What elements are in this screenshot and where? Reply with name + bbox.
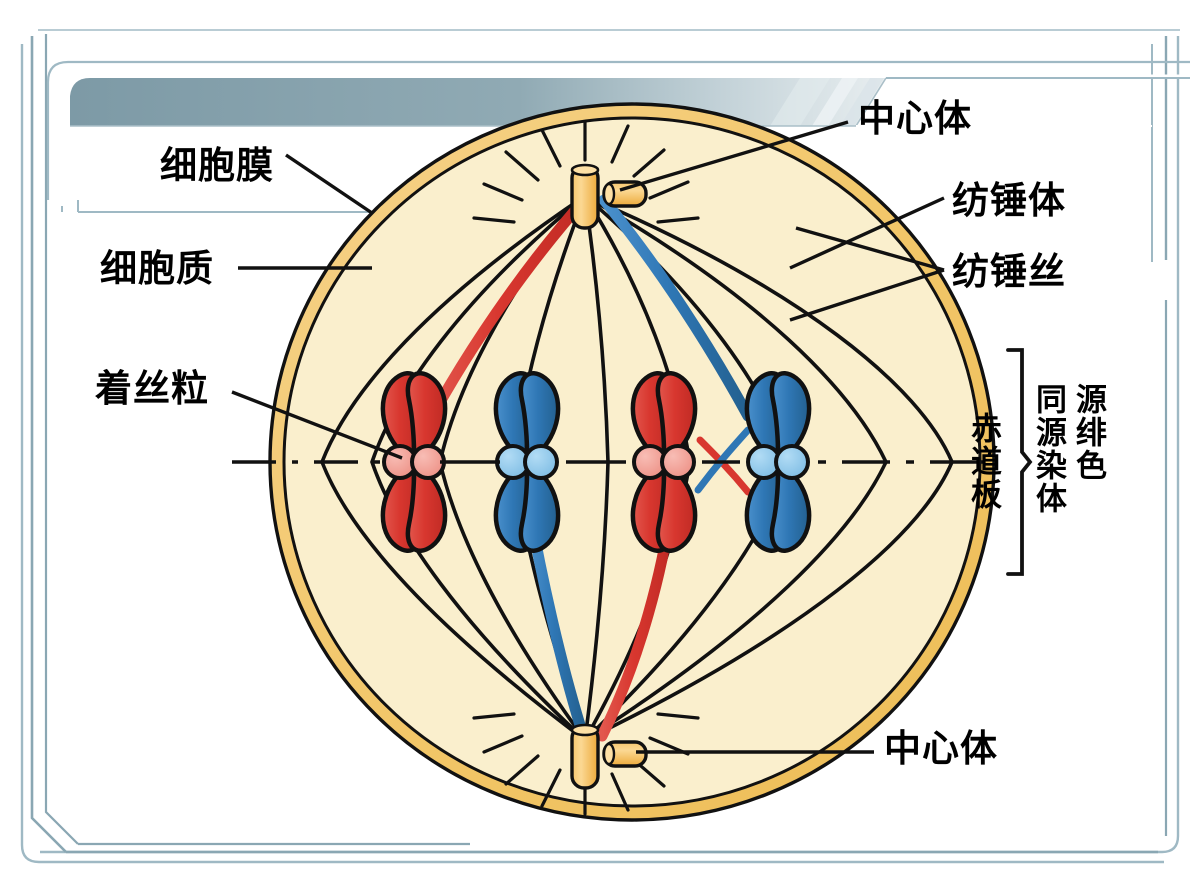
chromosome-1 [380,371,448,553]
leader-spindle-body [789,196,945,270]
leader-centrosome-top [619,120,849,192]
leader-spindle-fiber-a [795,226,945,272]
label-centrosome-bottom: 中心体 [884,727,998,770]
leader-lines [231,120,984,754]
centromere-circle [660,444,696,480]
label-equatorial-plate: 赤道板 [965,412,1001,511]
centromere-circle [410,444,446,480]
fiber-blue-top [598,194,754,422]
leader-spindle-fiber-b [789,268,945,322]
label-nonhomologous-chromosome-col2: 同源染体 [1030,383,1066,515]
colored-spindle-fibers [424,192,754,744]
label-centrosome-top: 中心体 [858,97,972,140]
label-spindle-fiber: 纺锤丝 [952,250,1066,293]
leader-cell-membrane [285,153,373,215]
centrosome-bottom [472,712,700,816]
centrosome-top [472,120,700,230]
centromere-circle [523,444,559,480]
chromosome-2 [493,371,561,553]
label-centromere: 着丝粒 [95,367,209,410]
label-cytoplasm: 细胞质 [100,247,214,290]
label-nonhomologous-chromosome-col1: 源绯色 [1070,383,1106,482]
chromosome-3 [630,371,698,553]
label-cell-membrane: 细胞膜 [160,144,274,187]
grouping-bracket [1006,348,1033,576]
chromosome-4 [744,371,812,553]
header-bar [70,78,886,126]
centromere-circle [774,444,810,480]
label-spindle-body: 纺锤体 [952,179,1066,222]
fiber-blue-cross [694,426,752,494]
leader-centromere [231,390,403,460]
